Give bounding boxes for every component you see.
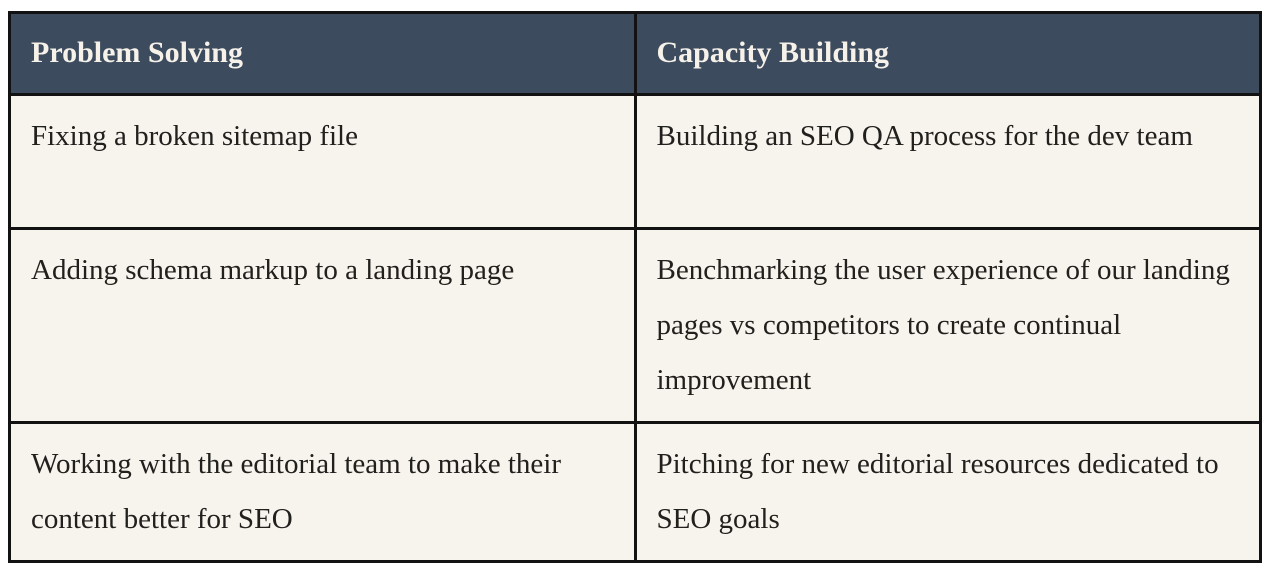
cell-problem-solving-1: Fixing a broken sitemap file [8, 93, 637, 230]
table-row: Fixing a broken sitemap file Building an… [8, 93, 1262, 230]
table-row: Working with the editorial team to make … [8, 421, 1262, 563]
column-header-problem-solving: Problem Solving [8, 11, 637, 96]
header-row: Problem Solving Capacity Building [8, 11, 1262, 96]
cell-capacity-building-2: Benchmarking the user experience of our … [633, 227, 1262, 424]
cell-capacity-building-3: Pitching for new editorial resources ded… [633, 421, 1262, 563]
cell-capacity-building-1: Building an SEO QA process for the dev t… [633, 93, 1262, 230]
cell-problem-solving-2: Adding schema markup to a landing page [8, 227, 637, 424]
column-header-capacity-building: Capacity Building [633, 11, 1262, 96]
cell-problem-solving-3: Working with the editorial team to make … [8, 421, 637, 563]
table-row: Adding schema markup to a landing page B… [8, 227, 1262, 424]
comparison-table: Problem Solving Capacity Building Fixing… [8, 11, 1262, 563]
table-body: Fixing a broken sitemap file Building an… [8, 93, 1262, 563]
table-header: Problem Solving Capacity Building [8, 11, 1262, 96]
